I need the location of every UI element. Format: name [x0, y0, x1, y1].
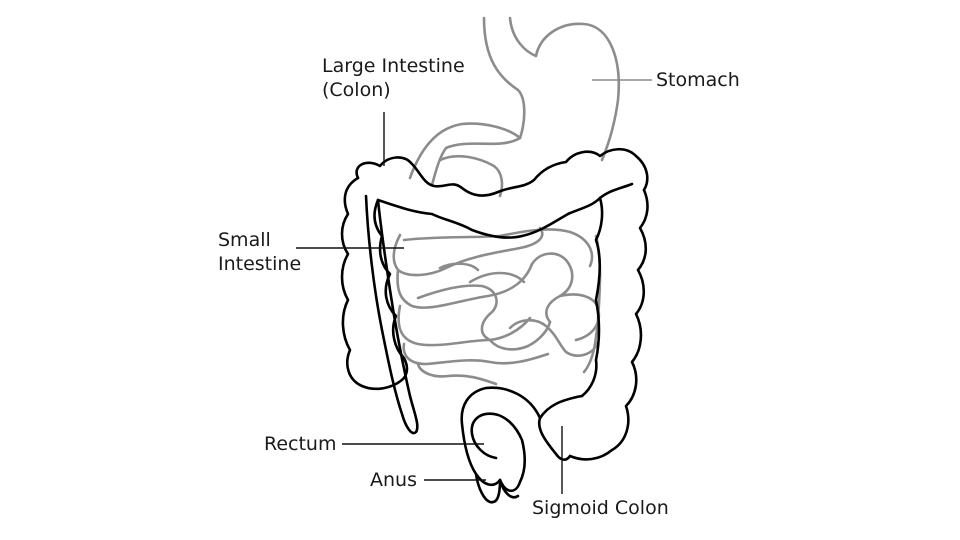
large-intestine-shape — [340, 147, 649, 504]
stomach-shape — [408, 16, 620, 198]
rectum-label: Rectum — [264, 433, 337, 455]
stomach-label: Stomach — [656, 69, 740, 91]
small-intestine-label: Small Intestine — [218, 228, 301, 276]
anus-label: Anus — [370, 469, 417, 491]
small-intestine-label-line1: Small — [218, 229, 271, 251]
small-intestine-label-line2: Intestine — [218, 253, 302, 275]
large-intestine-label: Large Intestine (Colon) — [322, 54, 465, 102]
large-intestine-label-line1: Large Intestine — [322, 55, 465, 77]
sigmoid-colon-label: Sigmoid Colon — [532, 497, 669, 519]
small-intestine-shape — [392, 226, 602, 386]
large-intestine-label-line2: (Colon) — [322, 79, 391, 101]
